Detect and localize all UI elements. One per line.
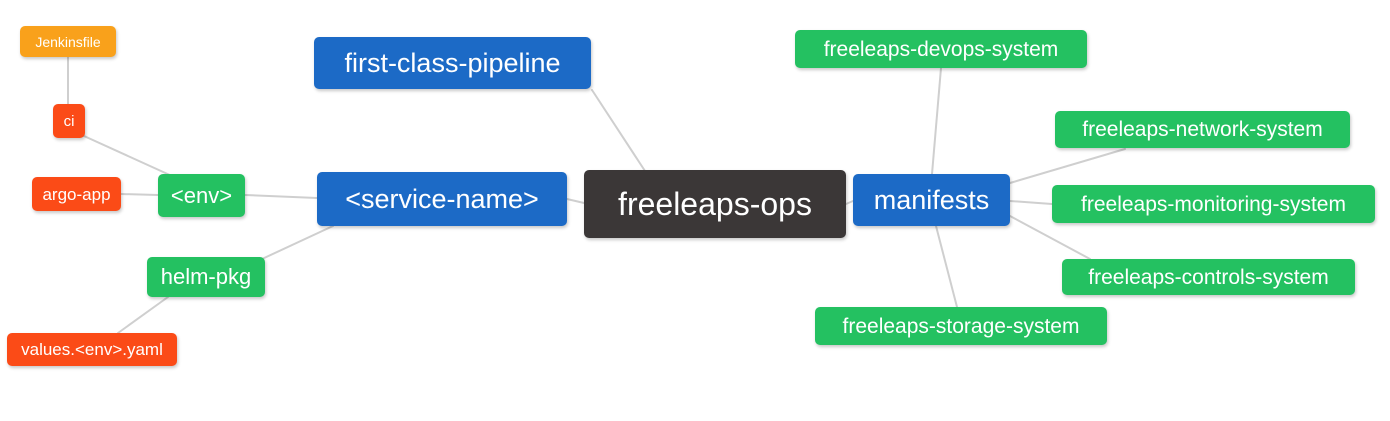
node-manifests[interactable]: manifests xyxy=(853,174,1010,226)
node-argo-app[interactable]: argo-app xyxy=(32,177,121,211)
node-jenkinsfile[interactable]: Jenkinsfile xyxy=(20,26,116,57)
edge-env-service-name xyxy=(244,194,318,199)
edge-root-manifests xyxy=(845,200,854,205)
node-freeleaps-controls-system[interactable]: freeleaps-controls-system xyxy=(1062,259,1355,295)
edge-helm-pkg-service-name xyxy=(261,225,334,260)
edge-ci-env xyxy=(83,135,173,177)
node-values-env-yaml[interactable]: values.<env>.yaml xyxy=(7,333,177,366)
node-service-name[interactable]: <service-name> xyxy=(317,172,567,226)
edge-manifests-storage xyxy=(935,225,958,308)
edge-service-name-root xyxy=(566,198,585,204)
node-helm-pkg[interactable]: helm-pkg xyxy=(147,257,265,297)
node-env[interactable]: <env> xyxy=(158,174,245,217)
node-freeleaps-storage-system[interactable]: freeleaps-storage-system xyxy=(815,307,1107,345)
edge-manifests-network xyxy=(1009,148,1126,184)
node-ci[interactable]: ci xyxy=(53,104,85,138)
edge-values-helm-pkg xyxy=(117,296,169,334)
node-freeleaps-devops-system[interactable]: freeleaps-devops-system xyxy=(795,30,1087,68)
node-freeleaps-network-system[interactable]: freeleaps-network-system xyxy=(1055,111,1350,148)
node-freeleaps-ops[interactable]: freeleaps-ops xyxy=(584,170,846,238)
edge-manifests-devops xyxy=(931,67,942,175)
node-freeleaps-monitoring-system[interactable]: freeleaps-monitoring-system xyxy=(1052,185,1375,223)
edge-manifests-monitoring xyxy=(1009,200,1053,205)
edge-argo-app-env xyxy=(120,193,159,196)
node-first-class-pipeline[interactable]: first-class-pipeline xyxy=(314,37,591,89)
edge-manifests-controls xyxy=(1009,215,1091,260)
edge-pipeline-root xyxy=(591,89,646,172)
